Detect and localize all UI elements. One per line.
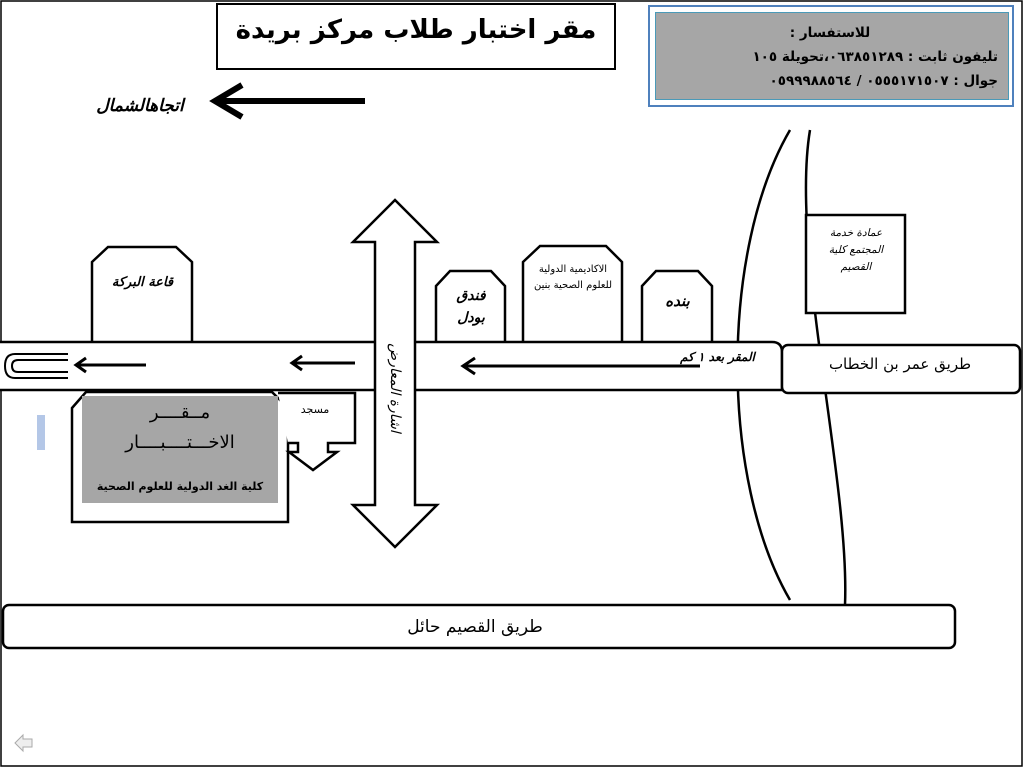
contact-mobile: جوال : ٠٥٥٥١٧١٥٠٧ / ٠٥٩٩٩٨٨٥٦٤	[769, 73, 999, 89]
qassim-hail-road-label: طريق القصيم حائل	[407, 617, 543, 637]
back-arrow-icon	[14, 733, 33, 753]
deanship-label: عمادة خدمة المجتمع كلية القصيم	[828, 227, 884, 273]
mosque-label: مسجد	[300, 403, 330, 416]
page-title: مقر اختبار طلاب مركز بريدة	[235, 15, 597, 45]
direction-arrow-icon	[73, 356, 146, 374]
qassim-hail-road	[1, 603, 957, 650]
u-turn-icon	[3, 353, 68, 379]
baraka-building	[90, 245, 194, 342]
north-arrow-icon	[209, 82, 365, 120]
mosque-callout	[278, 391, 357, 472]
panda-label: بنده	[665, 292, 690, 310]
contact-heading: للاستفسار :	[789, 25, 871, 41]
contact-landline: تليفون ثابت : ٠٦٣٨٥١٢٨٩،تحويلة ١٠٥	[752, 49, 998, 65]
marker	[37, 415, 45, 450]
distance-label: المقر بعد ١ كم	[680, 350, 755, 364]
exam-site-line2: الاخـــتــــبــــار	[125, 432, 235, 453]
signal-double-arrow	[349, 198, 441, 549]
academy-label: الاكاديمية الدولية للعلوم الصحية بنين	[534, 264, 612, 291]
signal-label: اشارة المعارض	[387, 343, 403, 433]
hotel-building	[434, 269, 507, 342]
panda-building	[640, 269, 714, 342]
direction-arrow-icon	[289, 354, 355, 372]
title-box	[216, 3, 616, 70]
direction-arrow-icon	[460, 356, 700, 376]
omar-road-label: طريق عمر بن الخطاب	[828, 355, 972, 373]
north-label: اتجاهالشمال	[96, 96, 184, 116]
baraka-label: قاعة البركة	[111, 275, 174, 290]
omar-road	[780, 343, 1022, 395]
deanship-building	[804, 213, 907, 315]
hotel-label: فندق بودل	[456, 288, 486, 326]
exam-site-line3: كلية الغد الدولية للعلوم الصحية	[96, 480, 264, 493]
exam-site-line1: مــقــــر	[149, 402, 211, 423]
academy-building	[521, 244, 624, 342]
contact-box: للاستفسار : تليفون ثابت : ٠٦٣٨٥١٢٨٩،تحوي…	[648, 5, 1014, 107]
